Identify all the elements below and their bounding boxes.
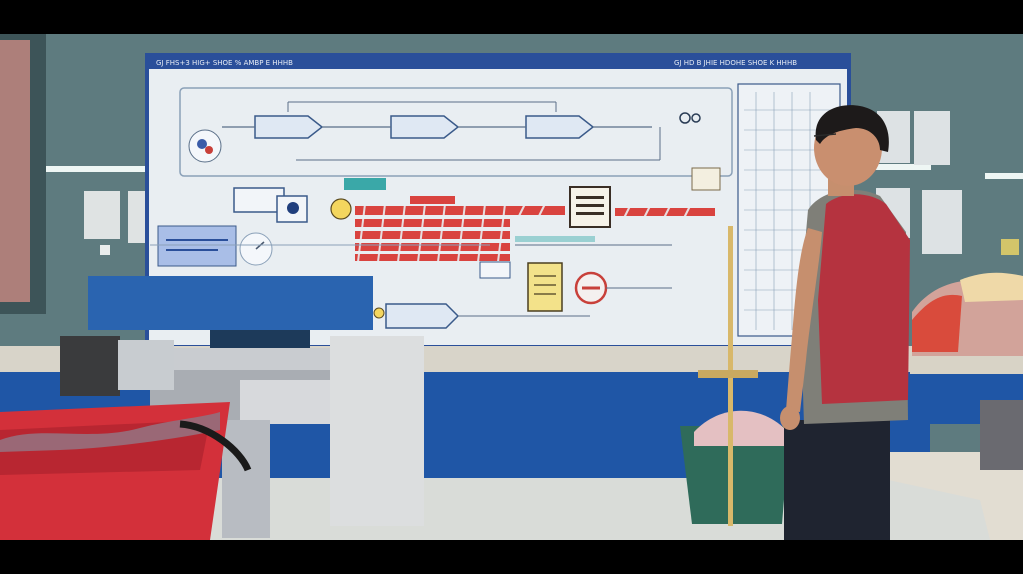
wall-sticker [1001, 239, 1019, 255]
press-base [330, 336, 424, 526]
machine-icon [691, 167, 721, 191]
process-step-6 [479, 261, 511, 279]
wall-paper-2 [128, 191, 146, 243]
process-step-1 [254, 115, 324, 139]
window-glass [0, 40, 30, 302]
process-step-7 [385, 303, 460, 329]
wall-paper-4 [914, 111, 950, 165]
process-step-2 [390, 115, 460, 139]
process-step-4 [233, 187, 285, 213]
light-strip-left [42, 166, 150, 172]
person-arm [786, 228, 822, 412]
wall-paper-1 [84, 191, 120, 239]
board-header-left: GJ FHS+3 HIG+ SHOE % AMBP E HHHB [156, 59, 293, 67]
process-step-3 [525, 115, 595, 139]
wall-outlet [100, 245, 110, 255]
top-letterbox [0, 0, 1023, 34]
laundry-bin-red [0, 402, 252, 540]
iron [60, 336, 120, 396]
press-top-plate [88, 276, 373, 330]
board-header-right: GJ HD B JHIE HDOHE SHOE K HHHB [674, 59, 797, 67]
heat-press-machine [60, 276, 424, 538]
bottom-letterbox [0, 540, 1023, 574]
person-jeans [784, 420, 890, 540]
document-icon [527, 262, 563, 312]
person-hair [815, 105, 889, 152]
gear-icon [679, 112, 691, 124]
flow-region-top [179, 87, 733, 177]
teal-label [344, 178, 386, 190]
wall-paper-5 [922, 190, 962, 254]
light-strip-right [873, 164, 931, 170]
worker-person [780, 105, 910, 540]
red-progress-bars [355, 196, 715, 261]
light-strip-far-right [985, 173, 1023, 179]
laundry-basket-green [680, 410, 790, 524]
person-vest [818, 194, 910, 404]
chart-panel [157, 225, 237, 267]
warning-icon [330, 198, 352, 220]
